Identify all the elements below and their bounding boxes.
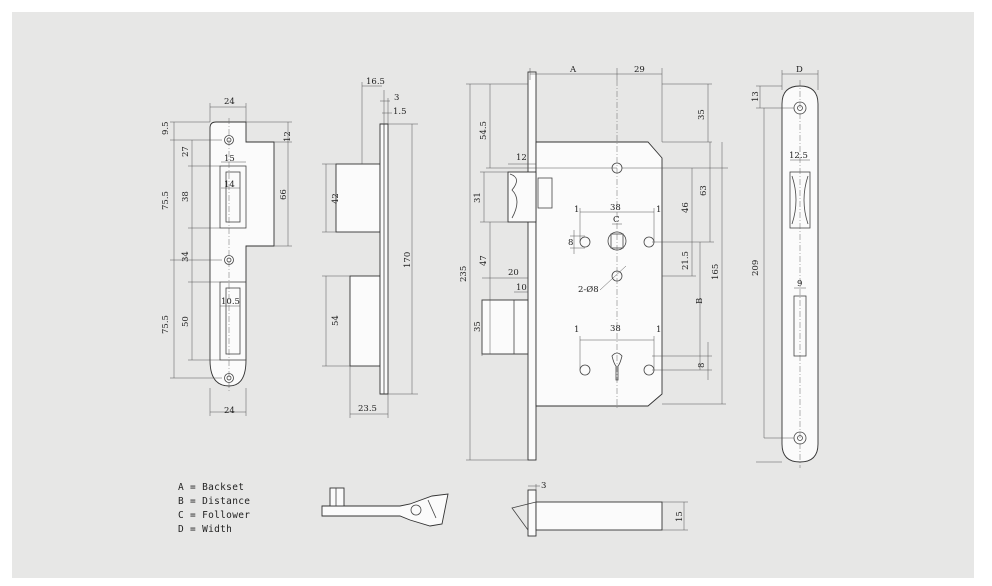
hub-right-label: 1 (656, 205, 661, 215)
side-face-thickness-label: 3 (394, 93, 399, 103)
legend-item: D = Width (178, 524, 233, 535)
lock-right-46-label: 46 (681, 202, 691, 213)
cyl-left-label: 1 (574, 325, 579, 335)
lock-bolt-throw-label: 20 (508, 268, 519, 278)
strike-bolt-width-label: 10.5 (221, 297, 240, 307)
side-latch-length-label: 42 (331, 193, 341, 204)
bolt-detail-height-label: 15 (675, 511, 685, 522)
lock-right-165-label: 165 (711, 264, 721, 280)
lock-right-21-5-label: 21.5 (681, 251, 691, 270)
lock-body-view: A 29 235 54.5 12 31 47 20 10 35 35 46 63… (459, 65, 728, 461)
cyl-spacing-label: 38 (610, 324, 621, 334)
face-bolt-width-label: 9 (797, 279, 802, 289)
side-view: 16.5 3 1.5 42 170 54 23.5 (322, 77, 418, 418)
lock-total-height-label: 235 (459, 266, 469, 282)
side-plate-thickness-label: 1.5 (393, 107, 407, 117)
bolt-detail-top-label: 3 (541, 481, 546, 491)
bolt-detail-view: 3 15 (511, 481, 688, 537)
cyl-right-label: 1 (656, 325, 661, 335)
lock-mid-gap-label: 47 (479, 255, 489, 266)
face-latch-width-label: 12.5 (789, 151, 808, 161)
lock-right-top-label: 35 (697, 109, 707, 120)
lock-right-63-label: 63 (699, 185, 709, 196)
hub-height-label: 8 (568, 238, 573, 248)
strike-upper-gap-label: 27 (181, 146, 191, 157)
strike-plate-view: 24 24 9.5 27 75.5 38 34 75.5 50 12 66 15… (161, 97, 293, 416)
hole-note-label: 2-Ø8 (578, 284, 599, 295)
strike-top-offset-label: 9.5 (161, 121, 171, 135)
face-top-offset-label: 13 (751, 91, 761, 102)
side-bolt-length-label: 54 (331, 315, 341, 326)
legend-item: C = Follower (178, 510, 251, 521)
strike-right-top-label: 12 (283, 131, 293, 142)
width-label: D (796, 65, 803, 75)
side-bottom-depth-label: 23.5 (358, 404, 377, 414)
legend-item: B = Distance (178, 496, 251, 507)
lock-upper-offset-label: 54.5 (479, 121, 489, 140)
hub-left-label: 1 (574, 205, 579, 215)
strike-lower-span-label: 75.5 (161, 315, 171, 334)
strike-latch-outer-label: 15 (224, 154, 235, 164)
strike-latch-height-label: 38 (181, 191, 191, 202)
hub-spacing-label: 38 (610, 203, 621, 213)
follower-label: C (613, 215, 620, 225)
lock-latch-width-label: 12 (516, 153, 527, 163)
key-view (321, 487, 449, 527)
lock-top-right-label: 29 (634, 65, 645, 75)
strike-bolt-height-label: 50 (181, 316, 191, 327)
side-top-depth-label: 16.5 (366, 77, 385, 87)
face-plate-view: D 13 12.5 209 9 (751, 65, 819, 468)
strike-right-height-label: 66 (279, 189, 289, 200)
face-total-height-label: 209 (751, 260, 761, 276)
strike-lower-gap-label: 34 (181, 251, 191, 262)
strike-bottom-width-label: 24 (224, 406, 235, 416)
distance-label: B (695, 298, 705, 304)
strike-upper-span-label: 75.5 (161, 191, 171, 210)
lock-latch-height-label: 31 (473, 192, 483, 203)
legend-item: A = Backset (178, 482, 245, 493)
legend: A = Backset B = Distance C = Follower D … (178, 481, 250, 537)
lock-bolt-inner-label: 10 (516, 283, 527, 293)
side-total-height-label: 170 (403, 252, 413, 268)
lock-right-8-lower-label: 8 (697, 363, 707, 368)
strike-top-width-label: 24 (224, 97, 235, 107)
backset-label: A (569, 65, 577, 75)
lock-bolt-height-label: 35 (473, 321, 483, 332)
strike-latch-inner-label: 14 (224, 180, 235, 190)
